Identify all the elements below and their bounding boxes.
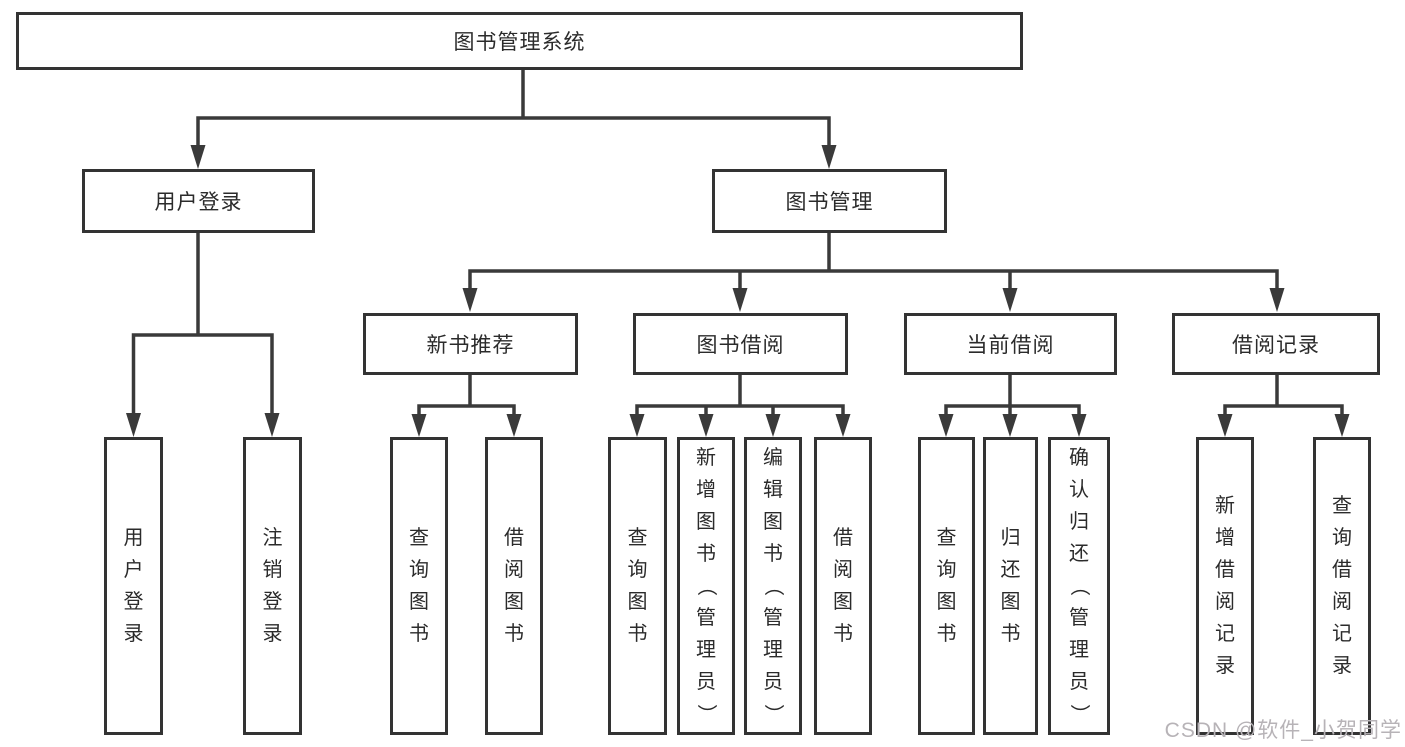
node-leaf-query-books-recommend: 查询图书: [390, 437, 448, 735]
node-label: 查询图书: [936, 527, 957, 645]
node-label: 图书管理: [785, 191, 874, 214]
node-leaf-add-borrow-record: 新增借阅记录: [1196, 437, 1254, 735]
node-leaf-user-login: 用户登录: [104, 437, 163, 735]
node-label: 新增图书（管理员）: [695, 447, 717, 724]
node-current-borrow: 当前借阅: [904, 313, 1117, 375]
node-user-login: 用户登录: [82, 169, 315, 233]
node-leaf-borrow-books-recommend: 借阅图书: [485, 437, 543, 735]
node-label: 查询借阅记录: [1332, 495, 1352, 677]
node-leaf-query-books-borrow: 查询图书: [608, 437, 667, 735]
node-label: 编辑图书（管理员）: [762, 447, 784, 724]
node-label: 确认归还（管理员）: [1068, 447, 1090, 724]
node-label: 用户登录: [123, 527, 144, 645]
connector-user-login-children: [131, 231, 274, 417]
node-label: 借阅图书: [504, 527, 524, 645]
connector-borrow-records-children: [1223, 373, 1344, 418]
node-leaf-confirm-return-admin: 确认归还（管理员）: [1048, 437, 1110, 735]
node-label: 借阅记录: [1232, 334, 1320, 357]
node-leaf-borrow-books: 借阅图书: [814, 437, 872, 735]
node-label: 新书推荐: [426, 334, 515, 357]
node-leaf-query-borrow-record: 查询借阅记录: [1313, 437, 1371, 735]
node-label: 图书管理系统: [453, 31, 586, 54]
node-label: 新增借阅记录: [1215, 495, 1235, 677]
node-leaf-return-books: 归还图书: [983, 437, 1038, 735]
node-borrow-records: 借阅记录: [1172, 313, 1380, 375]
node-leaf-logout: 注销登录: [243, 437, 302, 735]
node-library-management-system: 图书管理系统: [16, 12, 1023, 70]
node-label: 查询图书: [627, 527, 648, 645]
node-label: 当前借阅: [966, 334, 1055, 357]
node-label: 借阅图书: [833, 527, 853, 645]
node-leaf-query-books-current: 查询图书: [918, 437, 975, 735]
node-book-management: 图书管理: [712, 169, 947, 233]
node-leaf-edit-book-admin: 编辑图书（管理员）: [744, 437, 802, 735]
node-label: 用户登录: [154, 191, 243, 214]
connector-book-borrow-children: [635, 373, 845, 418]
node-label: 查询图书: [409, 527, 429, 645]
connector-current-borrow-children: [944, 373, 1081, 418]
node-book-borrow: 图书借阅: [633, 313, 848, 375]
node-label: 注销登录: [262, 527, 283, 645]
node-new-book-recommend: 新书推荐: [363, 313, 578, 375]
node-label: 图书借阅: [696, 334, 785, 357]
connector-book-management-children: [468, 231, 1279, 292]
node-leaf-add-book-admin: 新增图书（管理员）: [677, 437, 735, 735]
watermark: CSDN @软件_小贺同学: [1164, 719, 1402, 742]
connector-new-book-recommend-children: [417, 373, 516, 418]
connector-root-to-level2: [196, 68, 831, 149]
node-label: 归还图书: [1000, 527, 1021, 645]
